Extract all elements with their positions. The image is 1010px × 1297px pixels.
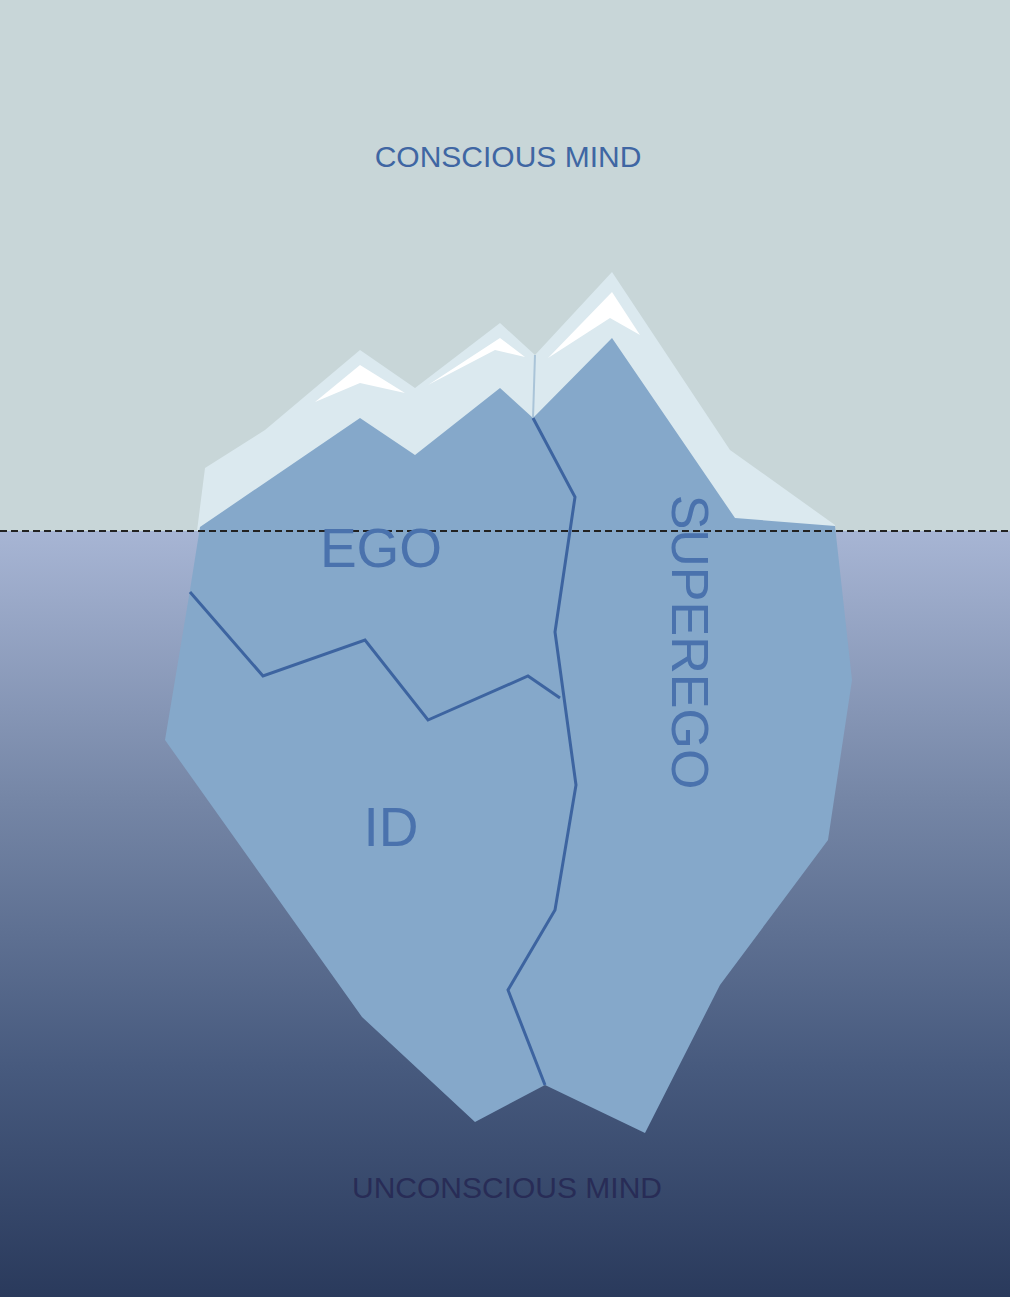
waterline bbox=[0, 530, 1010, 532]
zone-label: CONSCIOUS MIND bbox=[375, 142, 642, 172]
tip-crack bbox=[533, 355, 535, 418]
iceberg-body bbox=[165, 338, 852, 1133]
part-label: ID bbox=[364, 800, 419, 855]
part-label: EGO bbox=[320, 521, 442, 576]
snow-highlight bbox=[548, 292, 640, 358]
ego-id-divide bbox=[190, 592, 560, 720]
part-label: SUPEREGO bbox=[664, 495, 716, 790]
snow-highlight bbox=[428, 338, 525, 385]
snow-highlight bbox=[315, 365, 405, 402]
zone-label: UNCONSCIOUS MIND bbox=[352, 1173, 662, 1203]
superego-divide bbox=[508, 418, 576, 1085]
